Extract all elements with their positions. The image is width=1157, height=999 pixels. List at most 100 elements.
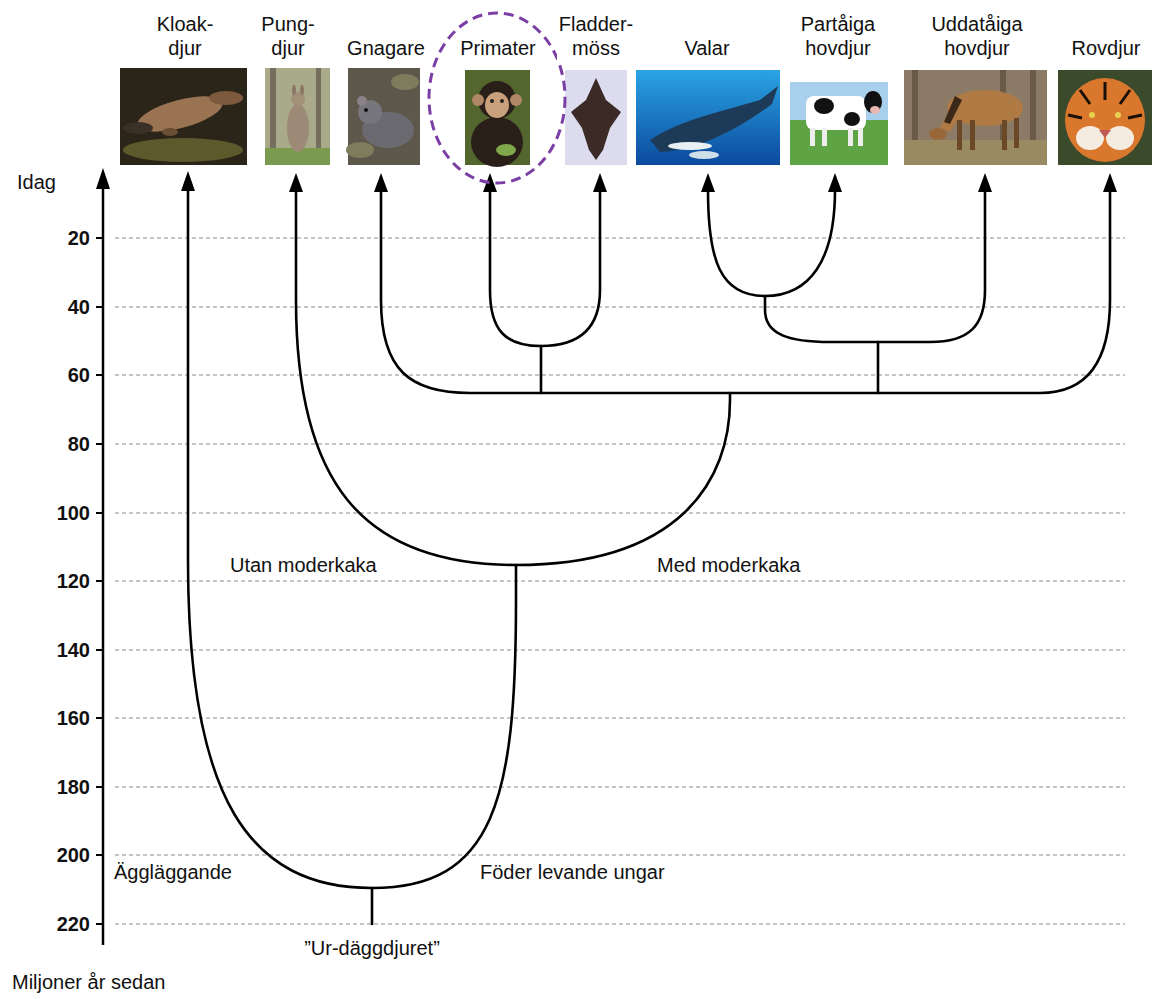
- whale-photo-part: [636, 70, 780, 165]
- taxon-name: Fladder- möss: [557, 12, 635, 60]
- tree-branches-part: [381, 190, 1110, 393]
- axis-tick: 20: [66, 226, 92, 250]
- time-axis-part-part: [96, 786, 103, 788]
- branch-arrowheads-part: [1103, 173, 1117, 192]
- taxon-name: Gnagare: [345, 36, 427, 60]
- kangaroo-photo-part: [300, 85, 304, 95]
- grid-lines: [115, 238, 1125, 924]
- branch-arrowheads-part: [289, 173, 303, 192]
- time-axis: [96, 168, 110, 945]
- rodent-photo-part: [364, 108, 368, 112]
- tiger-photo-part: [1065, 78, 1145, 162]
- taxon-label: Rovdjur: [1069, 36, 1144, 60]
- tree-branches-part: [296, 190, 730, 565]
- branch-arrowheads: [181, 171, 1117, 192]
- platypus-photo: [120, 68, 247, 165]
- time-axis-part-part: [96, 374, 103, 376]
- rodent-photo: [346, 68, 420, 165]
- tiger-photo-part: [1099, 130, 1111, 138]
- axis-tick: 120: [55, 569, 92, 593]
- axis-tick: 140: [55, 638, 92, 662]
- chimpanzee-photo-part: [471, 117, 523, 167]
- root-label: ”Ur-däggdjuret”: [302, 936, 442, 960]
- branch-label: Med moderkaka: [655, 553, 802, 577]
- tree-branches-part: [765, 190, 985, 342]
- branch-arrowheads-part: [593, 173, 607, 192]
- horse-photo-part: [929, 128, 947, 140]
- taxon-name: Uddatåiga hovdjur: [929, 12, 1024, 60]
- tree-branches-part: [490, 190, 600, 346]
- time-axis-part: [96, 238, 103, 924]
- axis-end-label: Idag: [15, 170, 58, 194]
- tree-branches-part: [540, 346, 543, 393]
- whale-photo-part: [689, 151, 719, 159]
- horse-photo-part: [904, 140, 1047, 165]
- horse-photo-part: [970, 120, 975, 150]
- time-axis-part-part: [96, 717, 103, 719]
- tree-branches: [188, 190, 1110, 924]
- chimpanzee-photo-part: [485, 92, 509, 118]
- horse-photo: [904, 70, 1047, 165]
- time-axis-part-part: [96, 854, 103, 856]
- platypus-photo-part: [123, 122, 153, 134]
- taxon-label: Pung- djur: [258, 12, 318, 60]
- branch-label: Föder levande ungar: [478, 860, 667, 884]
- tiger-photo-part: [1068, 82, 1142, 118]
- horse-photo-part: [912, 70, 918, 150]
- cow-photo-part: [844, 112, 860, 126]
- taxon-name: Kloak- djur: [155, 12, 216, 60]
- tree-branches-part: [877, 342, 880, 393]
- tiger-photo-part: [1106, 126, 1134, 150]
- taxon-label: Valar: [681, 36, 733, 60]
- grid-lines-part: [115, 307, 1125, 308]
- whale-photo-part: [668, 142, 712, 150]
- taxon-label: Kloak- djur: [154, 12, 217, 60]
- grid-lines-part: [115, 787, 1125, 788]
- horse-photo-part: [1014, 118, 1019, 148]
- platypus-photo-part: [162, 128, 178, 136]
- horse-photo-part: [944, 96, 962, 124]
- taxon-label: Primater: [457, 36, 539, 60]
- tiger-photo-part: [1058, 70, 1152, 165]
- platypus-photo-part: [209, 91, 243, 105]
- branch-arrowheads-part: [978, 173, 992, 192]
- tiger-photo-part: [1089, 112, 1095, 118]
- cow-photo-part: [790, 82, 888, 165]
- tiger-photo-part: [1115, 112, 1121, 118]
- grid-lines-part: [115, 375, 1125, 376]
- taxon-label: Partåiga hovdjur: [798, 12, 879, 60]
- taxon-label: Uddatåiga hovdjur: [928, 12, 1026, 60]
- cow-photo-part: [814, 98, 834, 114]
- kangaroo-photo-part: [292, 85, 296, 95]
- time-axis-part: [96, 168, 110, 189]
- axis-tick: 60: [66, 363, 92, 387]
- horse-photo-part: [904, 70, 1047, 165]
- bat-photo-part: [565, 70, 627, 165]
- time-axis-part-part: [96, 237, 103, 239]
- rodent-photo-part: [346, 142, 374, 158]
- kangaroo-photo-part: [265, 68, 330, 165]
- taxon-label: Gnagare: [344, 36, 428, 60]
- platypus-photo-part: [123, 138, 243, 162]
- kangaroo-photo: [265, 68, 330, 165]
- time-axis-part-part: [96, 923, 103, 925]
- cow-photo-part: [870, 106, 880, 114]
- tree-branches-part: [371, 888, 374, 924]
- time-axis-part-part: [96, 649, 103, 651]
- chimpanzee-photo: [465, 70, 530, 167]
- horse-photo-part: [1002, 120, 1007, 150]
- axis-tick: 100: [55, 501, 92, 525]
- kangaroo-photo-part: [287, 104, 309, 152]
- axis-tick: 40: [66, 295, 92, 319]
- taxon-name: Primater: [458, 36, 538, 60]
- horse-photo-part: [957, 120, 962, 150]
- axis-tick: 180: [55, 775, 92, 799]
- branch-arrowheads-part: [701, 173, 715, 192]
- chimpanzee-photo-part: [500, 99, 504, 103]
- horse-photo-part: [1030, 70, 1036, 150]
- cow-photo-part: [806, 96, 866, 130]
- time-axis-part: [102, 186, 105, 945]
- cow-photo-part: [848, 128, 853, 146]
